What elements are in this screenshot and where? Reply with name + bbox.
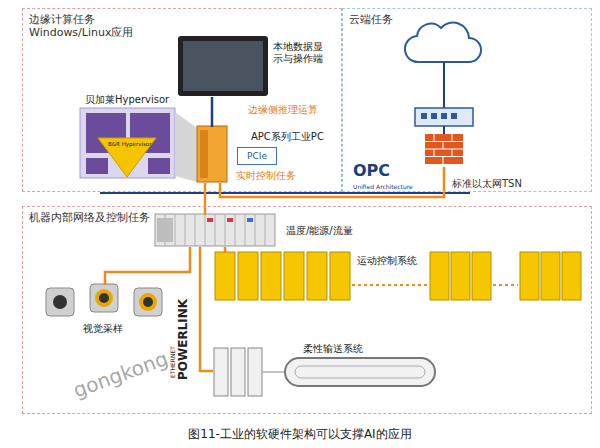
- annotation-label: B&R Hypervisor: [108, 141, 151, 148]
- node-label: 机器内部网络及控制任务: [29, 211, 150, 224]
- figure-caption: 图11-工业的软硬件架构可以支撑AI的应用: [0, 426, 600, 443]
- camera-lens: [53, 295, 67, 309]
- firewall-symbol: [425, 134, 463, 164]
- bus-connector: [220, 167, 444, 197]
- camera-body: [46, 288, 74, 316]
- conveyor-inner: [295, 366, 425, 378]
- node-label: OPC: [353, 161, 390, 180]
- dotted-continuation: [352, 284, 518, 286]
- node-label: 云端任务: [349, 13, 393, 26]
- camera-body: [90, 284, 118, 312]
- io-head: [157, 218, 173, 242]
- conveyor-cable: [262, 372, 285, 373]
- router-port: [441, 113, 447, 119]
- camera-body: [134, 288, 162, 316]
- drive: [261, 252, 281, 300]
- drive: [562, 252, 581, 300]
- node-label: 贝加莱Hypervisor: [85, 94, 169, 106]
- bus-connector: [224, 247, 227, 253]
- camera-lens: [143, 297, 153, 307]
- pc-side: [200, 130, 208, 178]
- drive: [472, 252, 491, 300]
- servo-drives: [215, 252, 581, 300]
- bus-connector: [200, 247, 213, 371]
- node-label: PCIe: [247, 151, 267, 162]
- io-led: [207, 218, 213, 222]
- router-symbol: [415, 108, 473, 126]
- firewall-bricks: [425, 134, 463, 164]
- annotation-label: 实时控制任务: [236, 170, 296, 182]
- region-box: 边缘计算任务 Windows/Linux应用本地数据显示与操作端贝加莱Hyper…: [22, 8, 342, 192]
- cloud-link: [443, 62, 445, 108]
- industrial-pc: APC系列工业PC: [198, 127, 228, 183]
- node-label: APC系列工业PC: [251, 131, 324, 143]
- drive: [215, 252, 235, 300]
- ethernet-bus: [100, 192, 470, 194]
- annotation-label: POWERLINK: [176, 299, 190, 380]
- pcie-card: PCIe: [237, 147, 277, 165]
- router-link: [443, 126, 445, 134]
- conveyor-drive: [214, 348, 228, 396]
- node-label: 边缘计算任务 Windows/Linux应用: [29, 13, 139, 39]
- drive: [307, 252, 327, 300]
- servo-drive: 运动控制系统: [216, 253, 351, 301]
- node-label: Unified Architecture: [353, 183, 413, 190]
- drive: [330, 252, 350, 300]
- region-box: 云端任务OPCUnified Architecture: [342, 8, 592, 192]
- router-port: [421, 113, 427, 119]
- annotation-label: 标准以太网TSN: [452, 178, 522, 190]
- camera-lens: [99, 293, 109, 303]
- camera-ring: [139, 293, 157, 311]
- io-module: 温度/能源/流量: [156, 215, 276, 247]
- conveyor-system: 柔性输送系统: [213, 345, 438, 399]
- router-port: [431, 113, 437, 119]
- node-label: 视觉采样: [83, 323, 123, 335]
- bus-connector: [105, 247, 190, 285]
- node-label: 本地数据显示与操作端: [273, 41, 327, 65]
- cpu-block: [86, 158, 108, 174]
- drive: [430, 252, 449, 300]
- monitor-display: 本地数据显示与操作端: [179, 37, 269, 97]
- io-led: [247, 218, 253, 222]
- io-led: [227, 218, 233, 222]
- drive: [238, 252, 258, 300]
- network-gateway: OPCUnified Architecture: [416, 107, 474, 167]
- node-label: 温度/能源/流量: [286, 225, 353, 237]
- camera-ring: [95, 289, 113, 307]
- annotation-label: 边缘侧推理运算: [248, 104, 318, 116]
- projection-shape: [175, 112, 197, 182]
- conveyor-drive: [231, 348, 245, 396]
- io-slots: [165, 214, 265, 246]
- node-label: 柔性输送系统: [303, 343, 363, 355]
- drive: [520, 252, 539, 300]
- bus-connector: [204, 183, 207, 215]
- annotation-label: ETHERNET: [169, 346, 176, 378]
- drive: [451, 252, 470, 300]
- pc-body: [197, 126, 227, 182]
- hypervisor-panel: [80, 108, 175, 178]
- drive: [284, 252, 304, 300]
- bus-connector: [211, 97, 214, 127]
- node-label: 运动控制系统: [357, 255, 417, 267]
- io-rack: [155, 214, 275, 246]
- conveyor-drive: [248, 348, 262, 396]
- cloud-symbol: [405, 23, 481, 62]
- conveyor-track: [285, 358, 435, 386]
- monitor-screen: [183, 41, 263, 91]
- vision-camera: 视觉采样: [43, 285, 168, 319]
- router-port: [451, 113, 457, 119]
- monitor-frame: [178, 36, 268, 96]
- drive: [541, 252, 560, 300]
- hypervisor-triangle: [98, 138, 156, 177]
- cpu-block: [148, 158, 170, 174]
- annotation-label: gongkong: [70, 346, 171, 402]
